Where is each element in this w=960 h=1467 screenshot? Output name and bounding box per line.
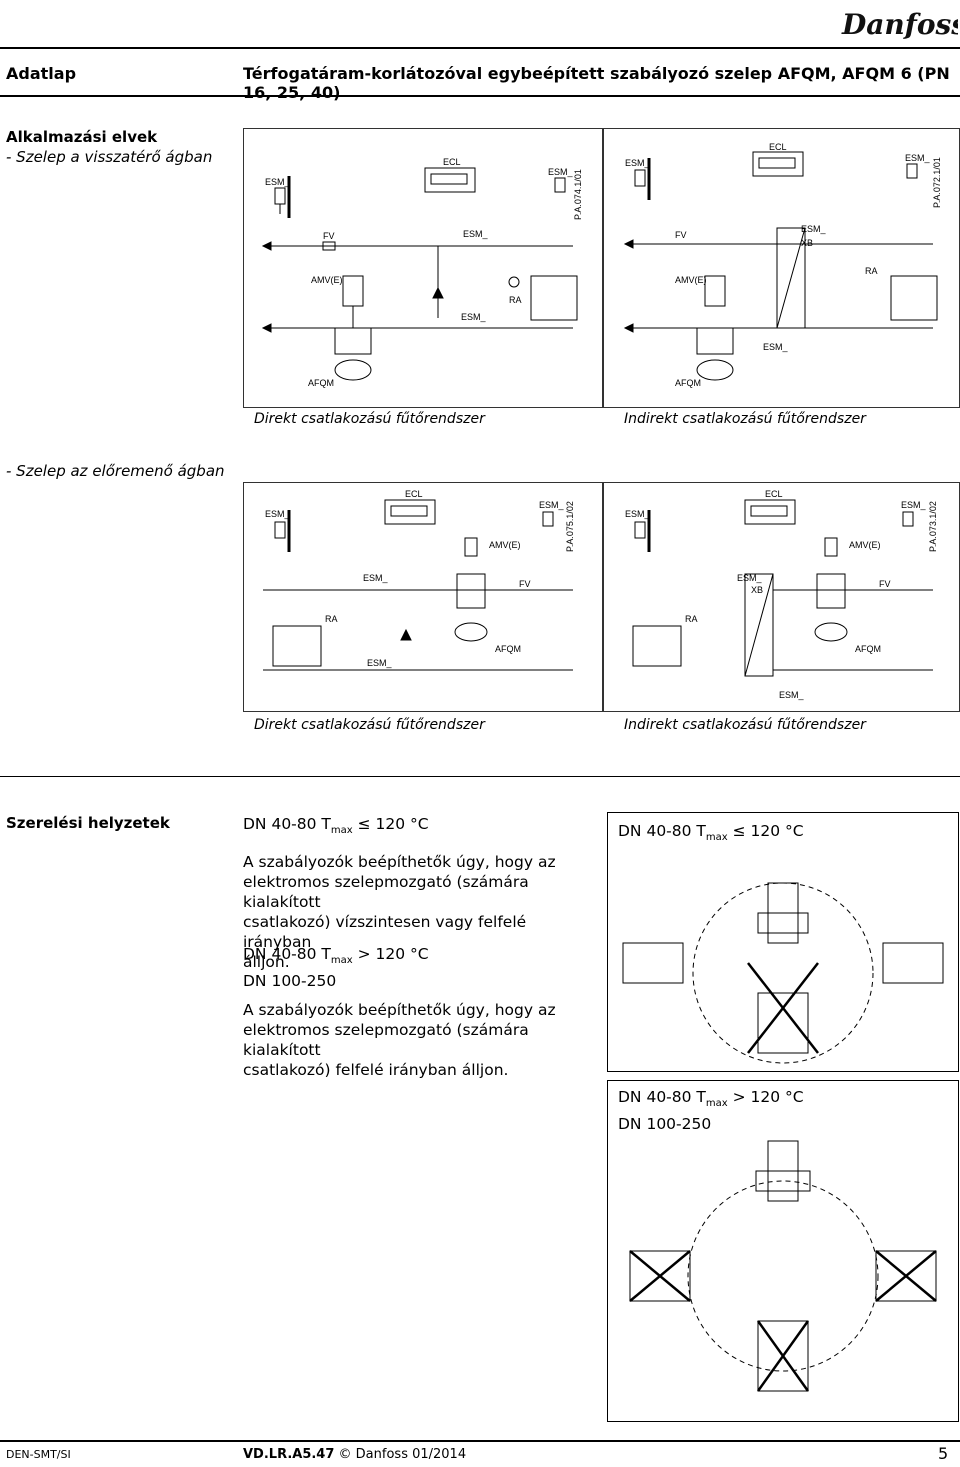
label-afqm: AFQM [855, 644, 881, 654]
label-ecl: ECL [769, 142, 787, 152]
footer-rule [0, 1440, 960, 1442]
label-esm: ESM_ [367, 658, 393, 668]
spec-high-temp: DN 40-80 Tmax > 120 °C DN 100-250 [243, 945, 429, 990]
label-esm: ESM_ [737, 573, 763, 583]
label-esm: ESM_ [779, 690, 805, 700]
ref-code: P.A.075.1/02 [565, 501, 575, 552]
label-afqm: AFQM [675, 378, 701, 388]
label-esm: ESM_ [265, 509, 291, 519]
label-ecl: ECL [405, 489, 423, 499]
application-heading: Alkalmazási elvek [6, 128, 158, 146]
label-ra: RA [685, 614, 698, 624]
ref-code: P.A.074.1/01 [573, 169, 583, 220]
label-afqm: AFQM [495, 644, 521, 654]
label-esm: ESM_ [625, 509, 651, 519]
ref-code: P.A.073.1/02 [928, 501, 938, 552]
figure-spec: DN 40-80 Tmax > 120 °C DN 100-250 [618, 1088, 804, 1133]
label-ra: RA [865, 266, 878, 276]
label-ra: RA [325, 614, 338, 624]
caption-direct: Direkt csatlakozású fűtőrendszer [254, 411, 485, 427]
caption-direct: Direkt csatlakozású fűtőrendszer [254, 717, 485, 733]
valve-orientation-drawing [629, 1140, 937, 1392]
valve-orientation-drawing [622, 882, 944, 1064]
label-esm: ESM_ [539, 500, 565, 510]
label-ra: RA [509, 295, 522, 305]
label-esm: ESM_ [548, 167, 574, 177]
label-esm: ESM_ [905, 153, 931, 163]
label-esm: ESM_ [625, 158, 651, 168]
diagram-direct-supply: ESM_ ECL ESM_ P.A.075.1/02 AMV(E) ESM_ F… [243, 482, 603, 712]
danfoss-logo: Danfoss [841, 8, 958, 41]
paragraph-low-temp: A szabályozók beépíthetők úgy, hogy az e… [243, 853, 556, 971]
header-rule-top [0, 47, 960, 49]
footer-center: VD.LR.A5.47 © Danfoss 01/2014 [243, 1447, 467, 1462]
page-number: 5 [938, 1444, 949, 1463]
ref-code: P.A.072.1/01 [932, 157, 942, 208]
label-esm: ESM_ [265, 177, 291, 187]
doc-type: Adatlap [6, 64, 77, 83]
label-fv: FV [675, 230, 687, 240]
label-amv: AMV(E) [489, 540, 521, 550]
label-amv: AMV(E) [849, 540, 881, 550]
label-xb: XB [751, 585, 763, 595]
label-xb: XB [801, 238, 813, 248]
label-fv: FV [879, 579, 891, 589]
section-divider [0, 776, 960, 777]
figure-spec: DN 40-80 Tmax ≤ 120 °C [618, 822, 804, 843]
label-fv: FV [323, 231, 335, 241]
label-ecl: ECL [443, 157, 461, 167]
caption-indirect: Indirekt csatlakozású fűtőrendszer [624, 411, 866, 427]
diagram-indirect-supply: ESM_ ECL ESM_ P.A.073.1/02 AMV(E) ESM_ X… [603, 482, 960, 712]
header-rule-bottom [0, 95, 960, 97]
label-esm: ESM_ [363, 573, 389, 583]
label-fv: FV [519, 579, 531, 589]
figure-mounting-high-temp: DN 40-80 Tmax > 120 °C DN 100-250 [607, 1080, 959, 1422]
mounting-heading: Szerelési helyzetek [6, 814, 170, 832]
footer-left: DEN-SMT/SI [6, 1448, 71, 1461]
label-amv: AMV(E) [311, 275, 343, 285]
label-afqm: AFQM [308, 378, 334, 388]
spec-low-temp: DN 40-80 Tmax ≤ 120 °C [243, 815, 429, 836]
page-title: Térfogatáram-korlátozóval egybeépített s… [243, 64, 950, 102]
caption-indirect: Indirekt csatlakozású fűtőrendszer [624, 717, 866, 733]
label-esm: ESM_ [463, 229, 489, 239]
diagram-indirect-return: ESM_ ECL ESM_ P.A.072.1/01 FV ESM_ XB AM… [603, 128, 960, 408]
supply-line-heading: - Szelep az előremenő ágban [6, 462, 225, 480]
paragraph-high-temp: A szabályozók beépíthetők úgy, hogy az e… [243, 1001, 556, 1079]
label-esm: ESM_ [901, 500, 927, 510]
svg-text:Danfoss: Danfoss [841, 8, 958, 41]
label-amv: AMV(E) [675, 275, 707, 285]
label-esm: ESM_ [763, 342, 789, 352]
return-line-heading: - Szelep a visszatérő ágban [6, 148, 213, 166]
diagram-direct-return: ESM_ ECL ESM_ P.A.074.1/01 FV ESM_ AMV(E… [243, 128, 603, 408]
label-ecl: ECL [765, 489, 783, 499]
label-esm: ESM_ [461, 312, 487, 322]
label-esm: ESM_ [801, 224, 827, 234]
figure-mounting-low-temp: DN 40-80 Tmax ≤ 120 °C [607, 812, 959, 1072]
